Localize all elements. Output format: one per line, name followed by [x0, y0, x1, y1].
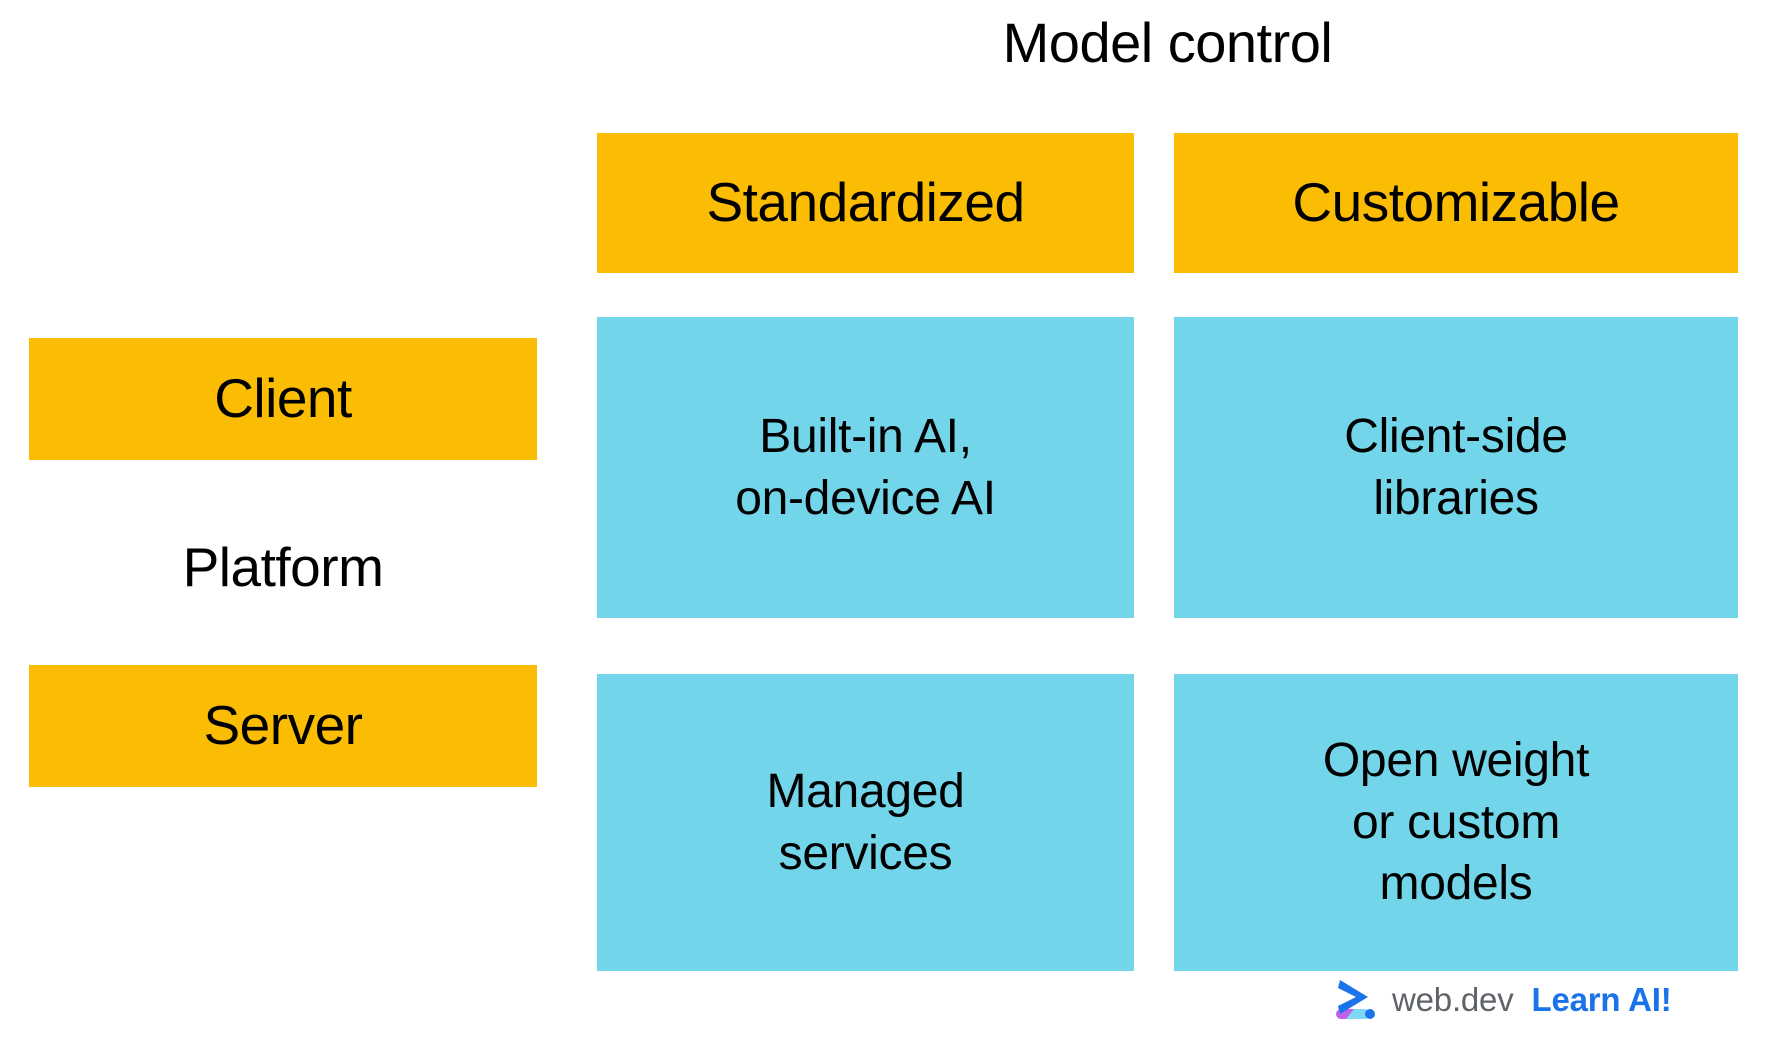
- brand-wordmark: web.dev: [1392, 980, 1514, 1018]
- cell-server-standardized: Managed services: [597, 674, 1134, 971]
- row-header-server-label: Server: [203, 694, 364, 757]
- row-axis-label-platform: Platform: [182, 536, 384, 598]
- cell-server-standardized-label: Managed services: [766, 765, 965, 880]
- row-header-client-label: Client: [214, 367, 352, 430]
- column-header-customizable-label: Customizable: [1292, 171, 1620, 234]
- cell-server-customizable-label: Open weight or custom models: [1322, 734, 1590, 911]
- column-header-standardized: Standardized: [597, 133, 1134, 273]
- webdev-chevron-logo-icon: [1336, 980, 1375, 1019]
- cell-client-standardized-label: Built-in AI, on-device AI: [735, 410, 996, 525]
- brand-lockup: web.dev Learn AI!: [1334, 977, 1672, 1021]
- cell-client-customizable: Client-side libraries: [1174, 317, 1738, 618]
- column-header-standardized-label: Standardized: [706, 171, 1025, 234]
- cell-client-customizable-label: Client-side libraries: [1344, 410, 1568, 525]
- column-header-customizable: Customizable: [1174, 133, 1738, 273]
- cell-server-customizable: Open weight or custom models: [1174, 674, 1738, 971]
- row-header-server: Server: [29, 665, 537, 787]
- row-header-client: Client: [29, 338, 537, 460]
- page-title: Model control: [1002, 11, 1333, 74]
- brand-tagline: Learn AI!: [1531, 980, 1672, 1018]
- cell-client-standardized: Built-in AI, on-device AI: [597, 317, 1134, 618]
